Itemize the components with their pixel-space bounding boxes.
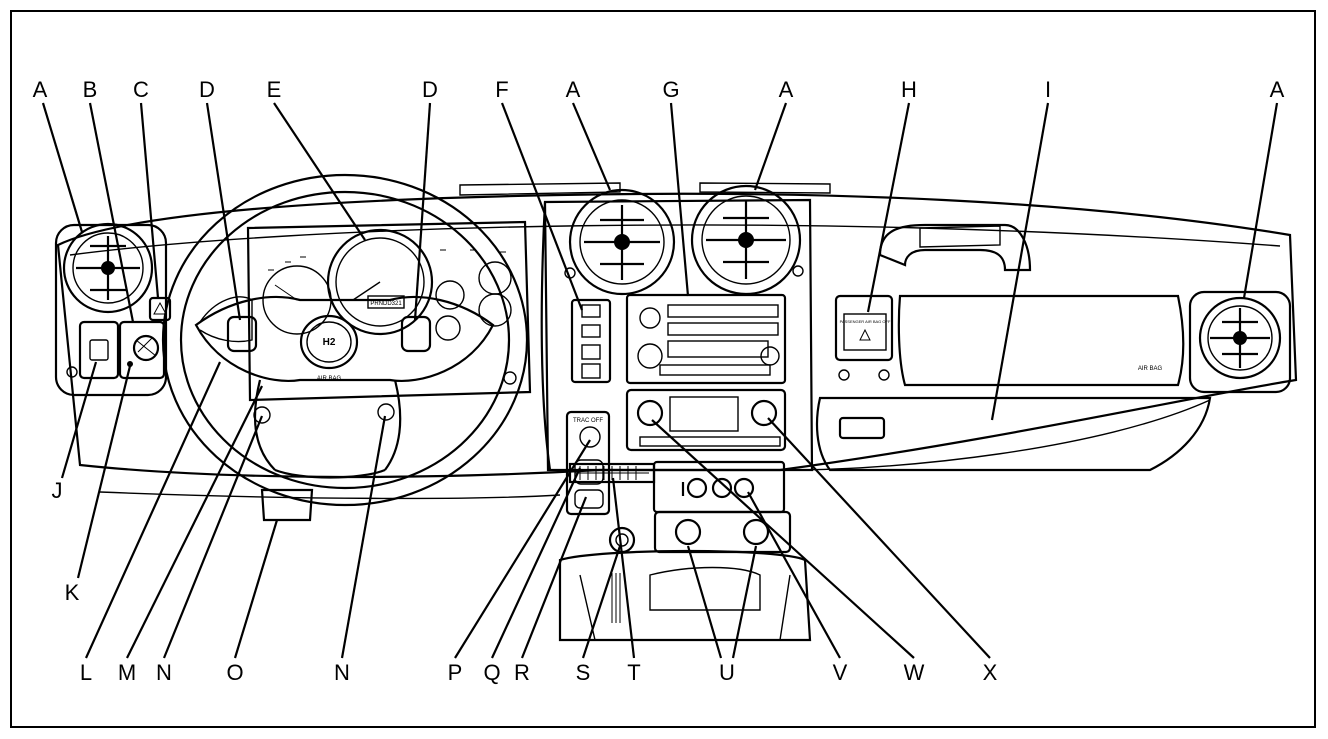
- callout-i: I: [1045, 77, 1051, 102]
- switch-column: [570, 298, 612, 384]
- left-air-vent: [54, 222, 168, 397]
- callout-w: W: [904, 660, 925, 685]
- center-stack: [540, 198, 814, 472]
- callout-g: G: [662, 77, 679, 102]
- instrument-cluster: PRNDD321: [246, 220, 532, 402]
- hazard-button: [148, 296, 172, 322]
- shifter-gate: [568, 462, 656, 484]
- callout-j: J: [52, 478, 63, 503]
- callout-x: X: [983, 660, 998, 685]
- passenger-airbag-indicator: PASSENGER AIR BAG OFF: [834, 294, 894, 381]
- callout-m: M: [118, 660, 136, 685]
- callout-a-left: A: [33, 77, 48, 102]
- center-console: [558, 549, 812, 642]
- callout-l: L: [80, 660, 92, 685]
- climate-control: [625, 388, 787, 452]
- svg-text:AIR BAG: AIR BAG: [317, 376, 342, 382]
- callout-b: B: [83, 77, 98, 102]
- callout-r: R: [514, 660, 530, 685]
- audio-system: [625, 293, 787, 385]
- steering-wheel: H2 AIR BAG: [161, 173, 529, 507]
- callout-h: H: [901, 77, 917, 102]
- callout-a-center-left: A: [566, 77, 581, 102]
- callout-d-right: D: [422, 77, 438, 102]
- callout-s: S: [576, 660, 591, 685]
- grab-handle: [878, 223, 1032, 272]
- passenger-airbag-panel: AIR BAG: [897, 294, 1185, 387]
- headlamp-switch-panel: [66, 320, 166, 380]
- callout-n-left: N: [156, 660, 172, 685]
- svg-text:PASSENGER AIR BAG OFF: PASSENGER AIR BAG OFF: [840, 319, 891, 324]
- tilt-lever: [260, 488, 314, 522]
- leader-lines: [41, 102, 1279, 659]
- callout-labels: A B C D E D F A G A H I A J K L M N O N …: [33, 77, 1285, 685]
- right-air-vent: [1188, 290, 1292, 394]
- figure-frame: [10, 10, 1316, 728]
- callout-a-center-right: A: [779, 77, 794, 102]
- svg-text:AIR BAG: AIR BAG: [1138, 366, 1163, 372]
- svg-text:H2: H2: [323, 337, 336, 348]
- callout-p: P: [448, 660, 463, 685]
- callout-o: O: [226, 660, 243, 685]
- callout-v: V: [833, 660, 848, 685]
- callout-c: C: [133, 77, 149, 102]
- center-right-vent: [690, 184, 804, 296]
- dashboard-outline: [56, 182, 1298, 500]
- callout-d-left: D: [199, 77, 215, 102]
- callout-f: F: [495, 77, 508, 102]
- callout-t: T: [627, 660, 640, 685]
- callout-k: K: [65, 580, 80, 605]
- center-left-vent: [564, 188, 676, 296]
- svg-text:TRAC OFF: TRAC OFF: [573, 418, 603, 424]
- callout-a-right: A: [1270, 77, 1285, 102]
- svg-text:PRNDD321: PRNDD321: [370, 301, 402, 307]
- glove-box: [815, 396, 1212, 472]
- callout-n-right: N: [334, 660, 350, 685]
- callout-e: E: [267, 77, 282, 102]
- callout-u: U: [719, 660, 735, 685]
- callout-q: Q: [483, 660, 500, 685]
